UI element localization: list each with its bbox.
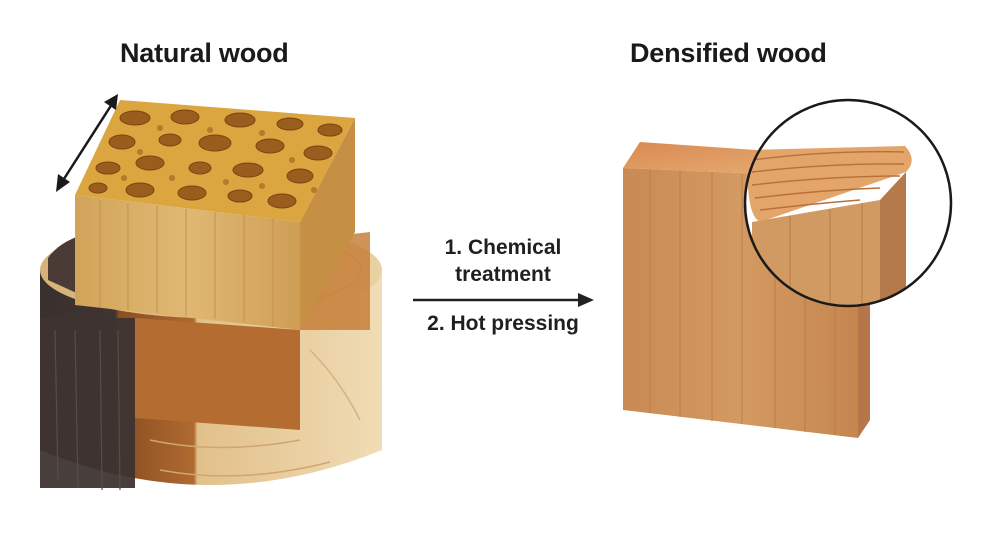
- densified-wood-title: Densified wood: [630, 38, 827, 68]
- porous-wood-cube: [75, 100, 355, 330]
- step-chemical-treatment: 1. Chemical treatment: [418, 234, 588, 288]
- zoom-detail-circle: [743, 98, 953, 308]
- process-arrow: [413, 293, 594, 307]
- natural-wood-title: Natural wood: [120, 38, 289, 68]
- step1-line1: 1. Chemical: [444, 236, 562, 259]
- step-hot-pressing: 2. Hot pressing: [427, 312, 579, 335]
- step1-line2: treatment: [455, 263, 551, 286]
- direction-arrow-icon: [56, 94, 118, 192]
